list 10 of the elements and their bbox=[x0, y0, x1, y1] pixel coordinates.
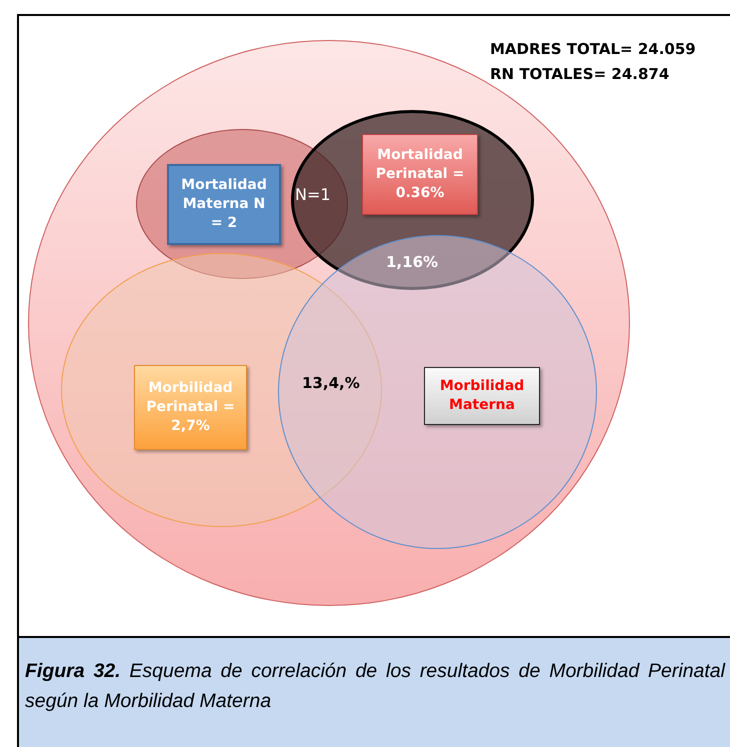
overlap-value: 13,4,% bbox=[302, 374, 360, 392]
overlap-value: N=1 bbox=[295, 185, 331, 204]
figure-caption: Figura 32. Esquema de correlación de los resultados de Morbilidad Perinatal según la Morbilidad Materna bbox=[25, 659, 725, 714]
total-mothers-label: MADRES TOTAL= 24.059 bbox=[490, 40, 696, 58]
perinatal-morbidity-box: Morbilidad Perinatal = 2,7% bbox=[134, 365, 247, 450]
maternal-morbidity-box: Morbilidad Materna bbox=[424, 367, 540, 425]
total-newborns-label: RN TOTALES= 24.874 bbox=[490, 65, 670, 83]
maternal-mortality-box: Mortalidad Materna N = 2 bbox=[167, 164, 281, 245]
perinatal-mortality-box: Mortalidad Perinatal = 0.36% bbox=[362, 134, 478, 215]
overlap-value: 1,16% bbox=[386, 253, 438, 271]
